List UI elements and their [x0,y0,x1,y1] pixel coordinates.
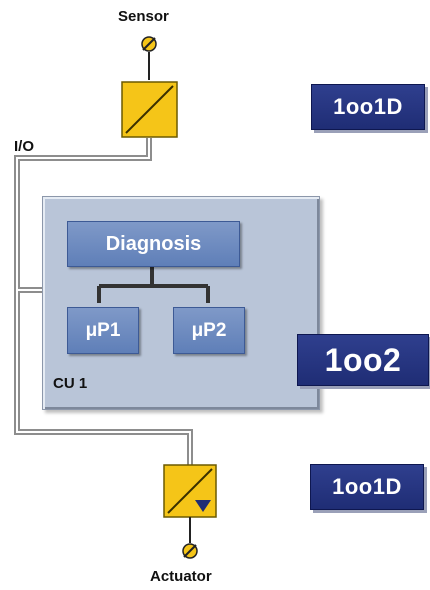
actuator-transducer-icon [163,464,217,518]
badge-1oo1d-bottom: 1oo1D [310,464,424,510]
sensor-connector-icon [141,36,157,80]
sensor-transducer-icon [121,81,178,138]
badge-1oo2: 1oo2 [297,334,429,386]
microprocessor-2-block: μP2 [173,307,245,354]
actuator-connector-icon [182,517,198,559]
diagnosis-tree-lines [97,267,210,303]
microprocessor-1-block: μP1 [67,307,139,354]
badge-1oo1d-top: 1oo1D [311,84,425,130]
io-label: I/O [14,138,35,155]
cu-label: CU 1 [53,375,88,392]
diagnosis-block: Diagnosis [67,221,240,267]
sensor-label: Sensor [118,8,169,25]
control-unit-panel: Diagnosis μP1 μP2 CU 1 [42,196,320,410]
actuator-label: Actuator [150,568,212,585]
